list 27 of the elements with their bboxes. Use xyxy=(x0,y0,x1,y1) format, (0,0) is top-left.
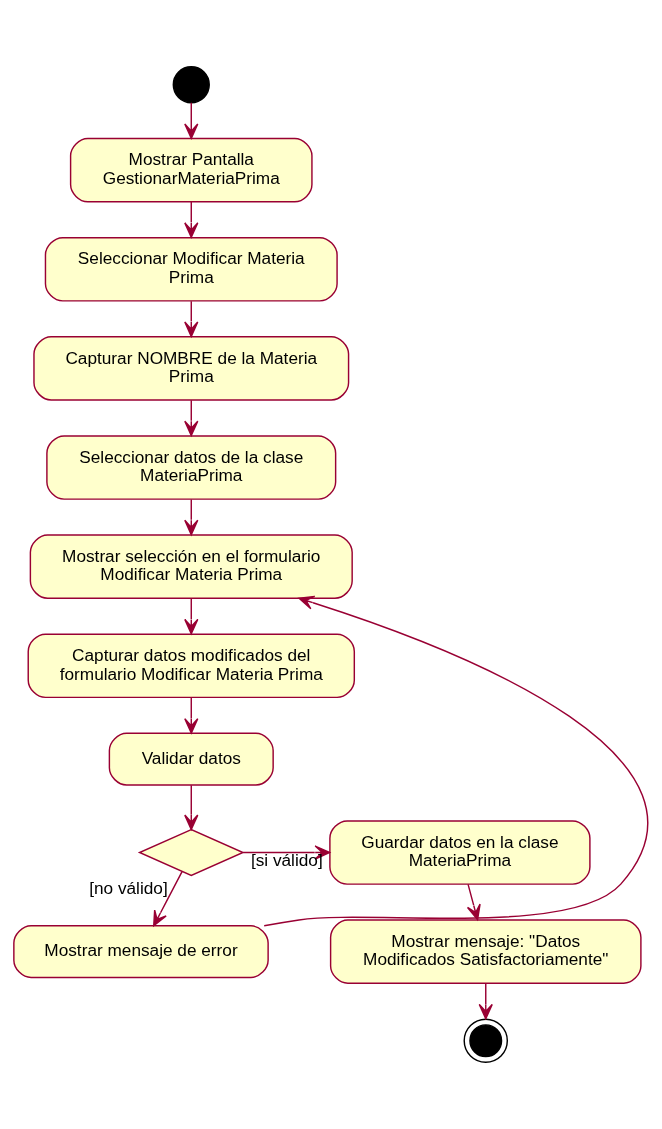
node-circle xyxy=(172,66,210,104)
arrow xyxy=(466,883,481,921)
node-box: Mostrar Pantalla GestionarMateriaPrima xyxy=(69,137,313,203)
arrow xyxy=(184,300,199,338)
node-bullseye xyxy=(463,1018,509,1063)
node-box: Validar datos xyxy=(108,732,274,786)
node-box: Mostrar selección en el formulario Modificar Materia Prima xyxy=(29,534,353,599)
node-box: Mostrar mensaje de error xyxy=(13,925,269,979)
node-box: Mostrar mensaje: "Datos Modificados Satisfactoriamente" xyxy=(329,919,642,984)
node-diamond xyxy=(137,828,245,877)
arrow xyxy=(478,983,493,1020)
node-box: Guardar datos en la clase MateriaPrima xyxy=(329,820,591,885)
node-box: Capturar datos modificados del formulario Modificar Materia Prima xyxy=(27,633,356,699)
edge-label: [si válido] xyxy=(250,850,323,871)
arrow xyxy=(153,870,183,927)
edge-label: [no válido] xyxy=(89,877,168,898)
arrow xyxy=(184,597,199,635)
arrow xyxy=(184,498,199,536)
node-box: Seleccionar datos de la clase MateriaPrima xyxy=(46,435,337,500)
arrow xyxy=(184,784,199,831)
arrow xyxy=(184,201,199,238)
arrow xyxy=(184,697,199,734)
arrow xyxy=(184,399,199,437)
arrow xyxy=(263,595,649,927)
arrow xyxy=(184,102,199,140)
node-box: Capturar NOMBRE de la Materia Prima xyxy=(33,336,350,401)
node-box: Seleccionar Modificar Materia Prima xyxy=(44,236,338,302)
